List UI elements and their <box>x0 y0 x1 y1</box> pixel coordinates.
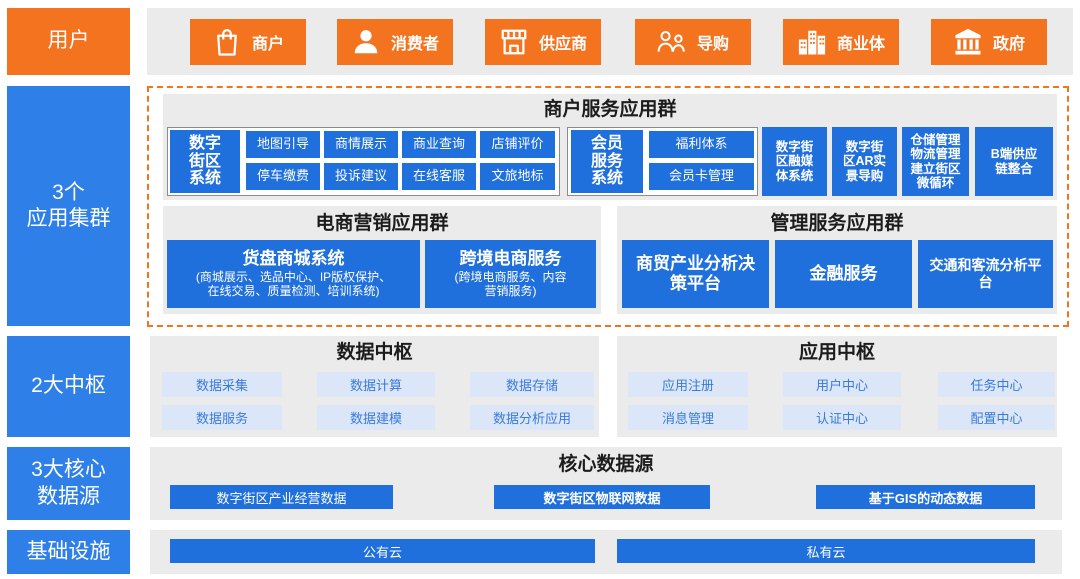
feature-business-display: 商情展示 <box>324 131 398 158</box>
system-warehouse-logistics: 仓储管理 物流管理 建立街区 微循环 <box>902 127 969 196</box>
app-hub-item-task-center: 任务中心 <box>938 372 1055 397</box>
merchant-services-title: 商户服务应用群 <box>543 99 677 120</box>
user-government: 政府 <box>931 19 1047 65</box>
feature-membership-card: 会员卡管理 <box>649 163 754 190</box>
commercial-buildings-icon <box>797 27 827 57</box>
app-hub-item-config-center: 配置中心 <box>938 405 1055 430</box>
infrastructure-public-cloud: 公有云 <box>170 539 595 563</box>
layer-label-app-clusters: 3个 应用集群 <box>7 86 130 326</box>
feature-store-review: 店铺评价 <box>480 131 555 158</box>
management-services-title: 管理服务应用群 <box>770 213 904 234</box>
core-data-sources-title: 核心数据源 <box>558 454 654 475</box>
system-goods-mall-detail: (商城展示、选品中心、IP版权保护、 在线交易、质量检测、培训系统) <box>195 269 392 299</box>
app-clusters-dashed-frame <box>147 86 1069 327</box>
feature-welfare-system: 福利体系 <box>649 131 754 158</box>
system-media-convergence: 数字街 区融媒 体系统 <box>762 127 827 196</box>
shopping-bag-icon <box>212 27 242 57</box>
layer-label-infrastructure: 基础设施 <box>7 530 130 574</box>
user-shopping-guide: 导购 <box>635 19 751 65</box>
application-hub-title: 应用中枢 <box>798 342 875 363</box>
user-consumer: 消费者 <box>337 19 453 65</box>
membership-system-label: 会员 服务 系统 <box>571 130 643 193</box>
government-building-icon <box>953 27 983 57</box>
data-source-iot: 数字街区物联网数据 <box>494 485 710 509</box>
layer-label-data-sources: 3大核心 数据源 <box>7 447 130 520</box>
person-icon <box>351 27 381 57</box>
system-goods-mall: 货盘商城系统 (商城展示、选品中心、IP版权保护、 在线交易、质量检测、培训系统… <box>167 240 420 308</box>
user-label-consumer: 消费者 <box>390 36 439 53</box>
user-label-shopping-guide: 导购 <box>696 36 729 53</box>
system-traffic-analysis-platform: 交通和客流分析平 台 <box>918 240 1053 308</box>
feature-online-service: 在线客服 <box>402 163 476 190</box>
layer-label-users: 用户 <box>7 8 130 75</box>
feature-parking-payment: 停车缴费 <box>246 163 320 190</box>
digital-street-system-label: 数字 街区 系统 <box>170 130 240 193</box>
data-hub-item-computing: 数据计算 <box>317 372 435 397</box>
layer-label-hubs: 2大中枢 <box>7 336 130 437</box>
storefront-icon <box>499 27 529 57</box>
system-ar-shopping-guide: 数字街 区AR实 景导购 <box>832 127 897 196</box>
app-hub-item-user-center: 用户中心 <box>783 372 901 397</box>
system-b2b-supply-chain: B端供应 链整合 <box>975 127 1053 196</box>
data-hub-title: 数据中枢 <box>336 342 413 363</box>
system-cross-border-ecommerce: 跨境电商服务 (跨境电商服务、内容 营销服务) <box>425 240 596 308</box>
app-hub-item-registration: 应用注册 <box>628 372 748 397</box>
feature-map-guide: 地图引导 <box>246 131 320 158</box>
data-hub-item-modeling: 数据建模 <box>317 405 435 430</box>
user-supplier: 供应商 <box>485 19 601 65</box>
user-label-supplier: 供应商 <box>538 36 587 53</box>
user-label-commercial-complex: 商业体 <box>836 36 885 53</box>
system-cross-border-ecommerce-name: 跨境电商服务 <box>459 249 562 269</box>
feature-business-query: 商业查询 <box>402 131 476 158</box>
user-label-merchant: 商户 <box>251 36 284 53</box>
user-commercial-complex: 商业体 <box>783 19 899 65</box>
feature-complaints: 投诉建议 <box>324 163 398 190</box>
data-source-industry-operations: 数字街区产业经营数据 <box>170 485 393 509</box>
user-merchant: 商户 <box>190 19 306 65</box>
system-cross-border-ecommerce-detail: (跨境电商服务、内容 营销服务) <box>454 269 567 299</box>
data-hub-item-collection: 数据采集 <box>162 372 282 397</box>
feature-cultural-landmark: 文旅地标 <box>480 163 555 190</box>
data-source-gis-dynamic: 基于GIS的动态数据 <box>816 485 1035 509</box>
app-hub-item-message-management: 消息管理 <box>628 405 748 430</box>
user-label-government: 政府 <box>992 36 1025 53</box>
app-hub-item-auth-center: 认证中心 <box>783 405 901 430</box>
infrastructure-private-cloud: 私有云 <box>617 539 1035 563</box>
ecommerce-marketing-title: 电商营销应用群 <box>315 213 449 234</box>
system-trade-analysis-platform: 商贸产业分析决 策平台 <box>622 240 769 308</box>
system-goods-mall-name: 货盘商城系统 <box>242 249 345 269</box>
shopping-guide-icon <box>657 27 687 57</box>
data-hub-item-storage: 数据存储 <box>470 372 594 397</box>
data-hub-item-service: 数据服务 <box>162 405 282 430</box>
system-financial-services: 金融服务 <box>775 240 912 308</box>
data-hub-item-analytics: 数据分析应用 <box>470 405 594 430</box>
